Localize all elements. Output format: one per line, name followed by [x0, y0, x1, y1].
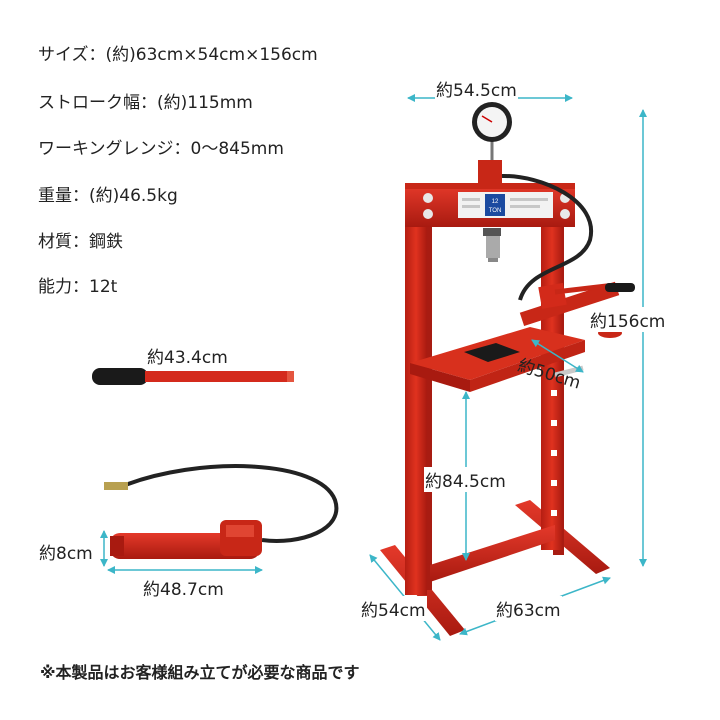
- pump-hose: [119, 464, 339, 543]
- label-base-width: 約63cm: [495, 596, 562, 621]
- spec-working-range-label: ワーキングレンジ：: [38, 139, 191, 159]
- spec-weight-label: 重量：: [38, 186, 89, 206]
- pump-handle: [92, 368, 294, 385]
- spec-capacity-label: 能力：: [38, 277, 89, 297]
- spec-material-value: 鋼鉄: [89, 232, 123, 252]
- spec-material-label: 材質：: [38, 232, 89, 252]
- spec-stroke: ストローク幅：(約)115mm: [38, 88, 253, 113]
- spec-stroke-label: ストローク幅：: [38, 93, 157, 113]
- label-height: 約156cm: [589, 307, 667, 332]
- spec-weight-value: (約)46.5kg: [89, 186, 178, 206]
- sticker-unit: TON: [489, 208, 502, 214]
- label-base-depth: 約54cm: [360, 596, 427, 621]
- sticker-capacity: 12: [492, 199, 499, 205]
- spec-capacity-value: 12t: [89, 277, 118, 297]
- spec-size-label: サイズ：: [38, 45, 106, 65]
- spec-material: 材質：鋼鉄: [38, 227, 123, 252]
- spec-capacity: 能力：12t: [38, 272, 117, 297]
- handle-grip: [92, 368, 148, 385]
- label-table-height: 約84.5cm: [424, 467, 507, 492]
- label-top-width: 約54.5cm: [435, 76, 518, 101]
- handle-tube: [145, 371, 293, 382]
- hand-pump: [104, 464, 339, 559]
- press-hose: [501, 173, 594, 301]
- spec-working-range: ワーキングレンジ：0～845mm: [38, 134, 284, 159]
- label-pump-height: 約8cm: [39, 544, 93, 564]
- mounted-pump: [519, 281, 620, 327]
- spec-weight: 重量：(約)46.5kg: [38, 181, 178, 206]
- hydraulic-cylinder: [478, 160, 502, 186]
- label-pump-length: 約48.7cm: [142, 575, 225, 600]
- spec-size: サイズ：(約)63cm×54cm×156cm: [38, 40, 318, 65]
- arrow-table-depth: [531, 339, 584, 373]
- label-handle-length: 約43.4cm: [146, 343, 229, 368]
- assembly-footnote: ※本製品はお客様組み立てが必要な商品です: [40, 663, 360, 682]
- mounted-pump-grip: [605, 283, 635, 292]
- spec-stroke-value: (約)115mm: [157, 93, 253, 113]
- front-leg-left: [405, 190, 427, 595]
- bottom-stretcher: [430, 525, 555, 582]
- press-plate: [464, 343, 520, 362]
- press-frame: 12 TON: [380, 102, 635, 636]
- spec-working-range-value: 0～845mm: [190, 139, 284, 159]
- spec-size-value: (約)63cm×54cm×156cm: [105, 45, 318, 65]
